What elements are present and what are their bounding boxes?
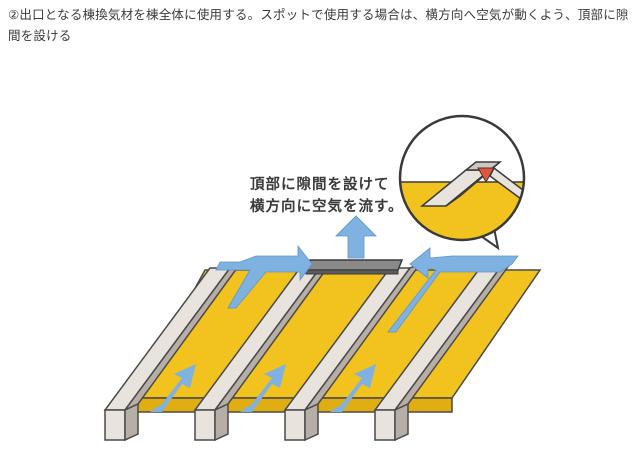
- rafter-4: [373, 262, 513, 442]
- rafter-3: [283, 262, 423, 442]
- airflow-arrow-icon: [215, 244, 313, 309]
- airflow-arrow-icon: [387, 247, 519, 333]
- roof-structure: [103, 262, 542, 442]
- callout-line-2: 横方向に空気を流す。: [250, 197, 404, 215]
- airflow-arrows-upper: [215, 215, 519, 333]
- rafter-2: [193, 262, 333, 442]
- airflow-arrow-icon: [150, 364, 196, 412]
- airflow-arrow-icon: [240, 364, 286, 412]
- callout-line-1: 頂部に隙間を設けて: [250, 175, 390, 193]
- rafter-1: [103, 262, 243, 442]
- caption-text: ②出口となる棟換気材を棟全体に使用する。スポットで使用する場合は、横方向へ空気が…: [8, 7, 629, 43]
- airflow-arrow-icon: [330, 364, 376, 412]
- magnifier-bubble-icon: [398, 114, 526, 251]
- ridge-vent-icon: [304, 259, 404, 275]
- airflow-arrow-icon: [335, 215, 377, 259]
- airflow-arrows-lower: [150, 364, 376, 412]
